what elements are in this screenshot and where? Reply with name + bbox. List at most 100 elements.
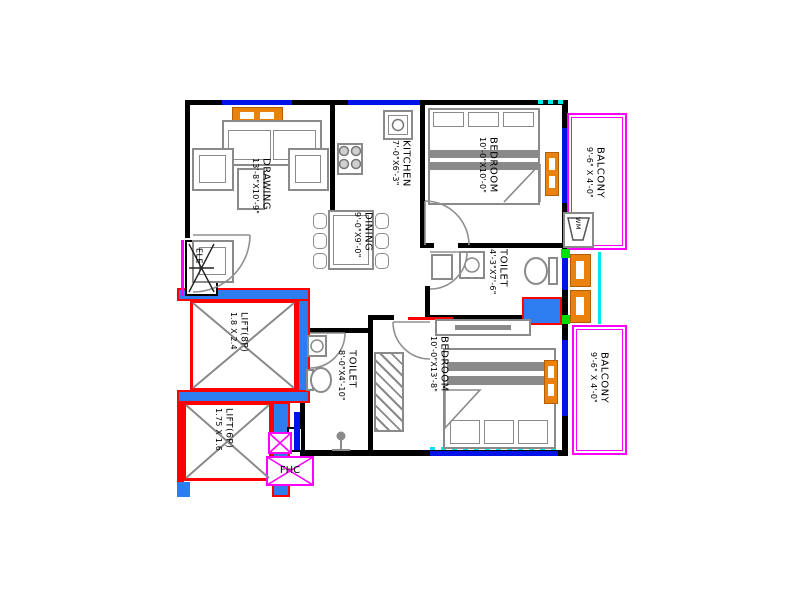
drawing-dim: 13'-8"X10'-9" <box>251 158 260 215</box>
armchair-right-seat <box>295 155 321 183</box>
toilet2-name: TOILET <box>346 350 358 388</box>
window-drawing-top <box>222 100 292 105</box>
bed2-pillow-1 <box>450 420 480 444</box>
bedroom2-desk-line <box>455 325 511 330</box>
dining-chair-r1 <box>375 213 389 229</box>
red-beam-line <box>408 317 453 320</box>
bed2-blanket-stripe-1 <box>447 362 552 371</box>
wall-left <box>185 100 190 238</box>
duct-green-marker-1 <box>561 249 570 258</box>
bed1-blanket-stripe-1 <box>430 150 538 158</box>
ele-text: ELE <box>194 248 204 265</box>
toilet1-wc-tank <box>548 257 558 285</box>
shear-wall-tail <box>177 482 190 497</box>
label-lift6: LIFT(6P) 1.75 X 1.6 <box>213 408 234 474</box>
duct-cyan-line <box>598 252 601 324</box>
duct-green-marker-2 <box>561 315 570 324</box>
balcony-bottom <box>572 325 627 455</box>
bed1-blanket-stripe-2 <box>430 162 538 170</box>
dining-chair-l1 <box>313 213 327 229</box>
wall-toilet2-top <box>300 328 368 333</box>
kitchen-name: KITCHEN <box>400 140 412 187</box>
bedroom2-dim: 10'-0"X13'-8" <box>429 336 438 393</box>
balcony-top-name: BALCONY <box>594 147 606 199</box>
label-drawing: DRAWING 13'-8"X10'-9" <box>250 158 272 278</box>
bed2-pillow-3 <box>518 420 548 444</box>
fhc-label: FHC <box>279 465 301 476</box>
window-bedroom2-bottom <box>430 451 558 456</box>
wall-bedroom2-left <box>368 315 373 456</box>
toilet1-wc <box>524 257 548 285</box>
toilet1-dim: 4'-3"X7'-6" <box>488 249 497 295</box>
bed1-pillow-1 <box>433 112 464 127</box>
door-arc-bedroom1 <box>424 200 470 246</box>
bedroom1-name: BEDROOM <box>487 137 499 193</box>
window-toilet1-right <box>562 256 568 290</box>
dining-dim: 9'-0"X9'-0" <box>353 212 362 258</box>
label-ele: ELE <box>194 248 204 290</box>
label-bedroom1: BEDROOM 10'-0"X10'-0" <box>477 137 499 247</box>
bedroom2-name: BEDROOM <box>438 336 450 392</box>
lift8-name: LIFT(8P) <box>238 312 249 353</box>
balcony-bottom-dim: 9'-6" X 4'-0" <box>589 352 598 404</box>
kitchen-sink-inner <box>388 115 408 135</box>
armchair-left-1-seat <box>199 155 226 183</box>
ele-magenta-edge <box>181 240 184 296</box>
wardrobe-hatch <box>374 352 404 432</box>
bedroom2-side-unit <box>544 360 558 404</box>
tv-console-slot2 <box>260 112 274 119</box>
dining-name: DINING <box>362 212 374 252</box>
label-kitchen: KITCHEN 7'-0"X6'-3" <box>390 140 412 235</box>
bedroom1-side-unit <box>545 152 559 196</box>
lift6-name: LIFT(6P) <box>223 408 234 449</box>
wall-bedroom1-left <box>420 100 425 248</box>
window-bedroom2-right <box>562 340 568 416</box>
label-balcony-bottom: BALCONY 9'-6" X 4'-0" <box>588 352 610 444</box>
wall-bedroom1-bottom-stub <box>420 243 434 248</box>
stove <box>337 143 363 175</box>
ac-unit-1-slot <box>576 261 584 279</box>
dining-chair-l3 <box>313 253 327 269</box>
tv-console-slot1 <box>240 112 254 119</box>
bed1-pillow-2 <box>468 112 499 127</box>
wm-text: WM <box>573 217 582 231</box>
armchair-left-2-seat <box>199 247 226 275</box>
wall-bedroom1-bottom <box>458 243 568 248</box>
bedroom1-side-unit-slot2 <box>549 176 555 188</box>
label-balcony-top: BALCONY 9'-6" X 4'-0" <box>584 147 606 242</box>
toilet1-washbasin <box>459 251 485 279</box>
toilet1-name: TOILET <box>497 249 509 287</box>
bed2-pillow-2 <box>484 420 514 444</box>
toilet1-cabinet <box>431 254 453 280</box>
bedroom1-side-unit-slot1 <box>549 158 555 170</box>
drawing-name: DRAWING <box>260 158 272 211</box>
entrance-door-leaf <box>294 412 300 450</box>
label-bedroom2: BEDROOM 10'-0"X13'-8" <box>428 336 450 448</box>
label-wm: WM <box>573 217 582 243</box>
bedroom1-dim: 10'-0"X10'-0" <box>478 137 487 194</box>
dining-table-inner <box>333 215 369 265</box>
label-toilet1: TOILET 4'-3"X7'-6" <box>487 249 509 319</box>
balcony-top-dim: 9'-6" X 4'-0" <box>585 147 594 199</box>
tick-marks-top-right <box>538 100 564 104</box>
bedroom2-side-unit-slot1 <box>548 366 554 378</box>
label-lift8: LIFT(8P) 1.8 X 2.4 <box>228 312 249 382</box>
bed1-pillow-3 <box>503 112 534 127</box>
ac-unit-2-slot <box>576 297 584 315</box>
bedroom2-side-unit-slot2 <box>548 384 554 396</box>
wall-toilet2-bottom <box>300 450 368 456</box>
bed2-blanket-stripe-2 <box>447 376 552 385</box>
toilet2-dim: 8'-0"X4'-10" <box>337 350 346 401</box>
balcony-bottom-name: BALCONY <box>598 352 610 404</box>
window-bedroom1-right <box>562 128 568 203</box>
plumbing-shaft <box>522 297 562 325</box>
wall-kitchen-divider <box>330 100 335 230</box>
wall-toilet1-left <box>425 286 430 320</box>
lift8-dim: 1.8 X 2.4 <box>229 312 238 350</box>
dining-chair-l2 <box>313 233 327 249</box>
sofa-cushion-1 <box>228 130 271 160</box>
kitchen-dim: 7'-0"X6'-3" <box>391 140 400 186</box>
dining-chair-r2 <box>375 233 389 249</box>
toilet2-washbasin <box>307 335 327 357</box>
